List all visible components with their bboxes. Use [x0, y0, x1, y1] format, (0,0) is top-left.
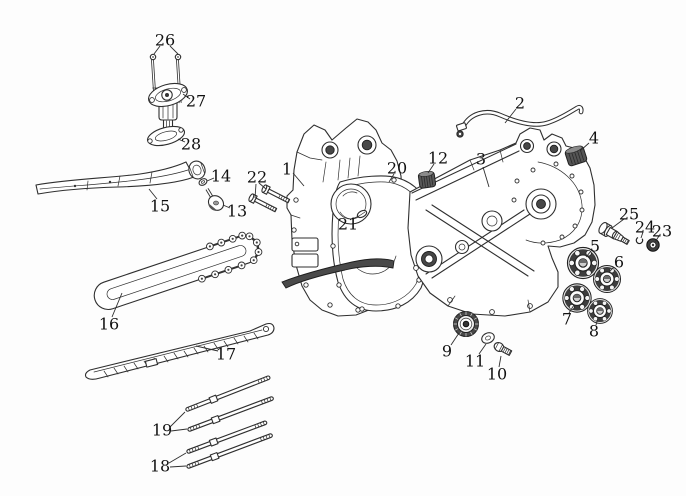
leader-line-23 [654, 235, 660, 243]
part-label-21: 21 [338, 215, 358, 234]
part-3-right-crankcase-half [407, 127, 596, 317]
leader-line-12 [427, 163, 435, 174]
part-label-26: 26 [155, 31, 175, 50]
leader-line-28 [177, 138, 186, 143]
leader-line-3 [482, 166, 490, 188]
part-label-6: 6 [614, 253, 624, 272]
part-24-circlip [635, 236, 644, 245]
part-label-23: 23 [652, 222, 672, 241]
part-19-studs [185, 375, 274, 432]
part-17-tensioner-blade [84, 322, 275, 380]
part-label-19: 19 [152, 421, 172, 440]
part-18-studs [186, 420, 273, 469]
leader-line-14 [206, 177, 215, 182]
part-label-16: 16 [99, 315, 119, 334]
leader-line-10 [498, 355, 502, 368]
leader-line-26 [153, 45, 161, 55]
part-22-case-bolts [248, 184, 291, 213]
part-28-tensioner-gasket [146, 125, 186, 147]
part-label-15: 15 [150, 197, 170, 216]
part-23-nut [646, 238, 660, 252]
part-label-20: 20 [387, 159, 407, 178]
leader-line-24 [640, 231, 644, 239]
part-label-25: 25 [619, 205, 639, 224]
part-label-9: 9 [442, 342, 452, 361]
part-16-timing-chain [93, 231, 263, 311]
leader-line-1 [292, 172, 305, 187]
leader-line-22 [258, 182, 267, 190]
guide-arm [281, 258, 395, 289]
part-4-oil-plug [564, 145, 588, 167]
leader-line-18 [169, 465, 187, 468]
part-label-14: 14 [211, 167, 231, 186]
part-label-5: 5 [590, 237, 600, 256]
part-2-breather-hose [455, 104, 584, 138]
part-11-washer [481, 332, 495, 344]
leader-line-17 [195, 345, 219, 352]
leader-line-16 [111, 292, 123, 318]
leader-line-11 [478, 343, 487, 355]
part-15-cam-chain-guide [35, 160, 206, 195]
part-label-13: 13 [227, 202, 247, 221]
part-label-10: 10 [487, 365, 507, 384]
leader-line-9 [450, 332, 460, 346]
part-label-22: 22 [247, 168, 267, 187]
part-label-24: 24 [635, 218, 655, 237]
leader-line-15 [148, 188, 158, 200]
leader-line-25 [611, 218, 625, 229]
part-label-7: 7 [562, 310, 572, 329]
leader-line-22 [254, 183, 257, 199]
part-label-3: 3 [476, 150, 486, 169]
leader-line-20 [388, 173, 395, 183]
part-8-bearing [587, 298, 613, 324]
leader-line-5 [585, 250, 592, 258]
part-13-guide-bolt [205, 188, 225, 211]
part-label-17: 17 [216, 345, 236, 364]
part-label-1: 1 [282, 160, 292, 179]
leader-line-13 [222, 204, 231, 209]
part-25-stepped-shaft [598, 222, 630, 245]
part-label-28: 28 [181, 135, 201, 154]
part-7-bearing [562, 283, 592, 313]
part-10-drain-bolt [493, 342, 513, 356]
leader-line-19 [169, 411, 186, 428]
leader-line-6 [608, 266, 615, 273]
callout-layer: 1234567891011121314151617181920212223242… [99, 31, 672, 476]
leader-line-27 [182, 93, 191, 100]
leader-line-8 [595, 317, 599, 326]
part-label-4: 4 [589, 129, 599, 148]
part-14-washer [198, 178, 208, 186]
part-12-knurled-nut [417, 170, 437, 189]
part-label-8: 8 [589, 322, 599, 341]
leader-line-21 [351, 215, 360, 220]
leader-line-4 [579, 142, 590, 152]
leader-line-26 [169, 45, 179, 55]
leader-line-2 [504, 108, 517, 124]
part-label-11: 11 [465, 352, 485, 371]
leader-line-18 [168, 452, 187, 464]
part-label-18: 18 [150, 457, 170, 476]
part-label-2: 2 [515, 94, 525, 113]
part-9-oil-seal [453, 311, 479, 337]
leader-line-7 [568, 304, 575, 314]
part-label-12: 12 [428, 149, 448, 168]
leader-line-19 [170, 428, 188, 432]
part-label-27: 27 [186, 92, 206, 111]
part-27-cam-chain-tensioner [148, 82, 188, 137]
